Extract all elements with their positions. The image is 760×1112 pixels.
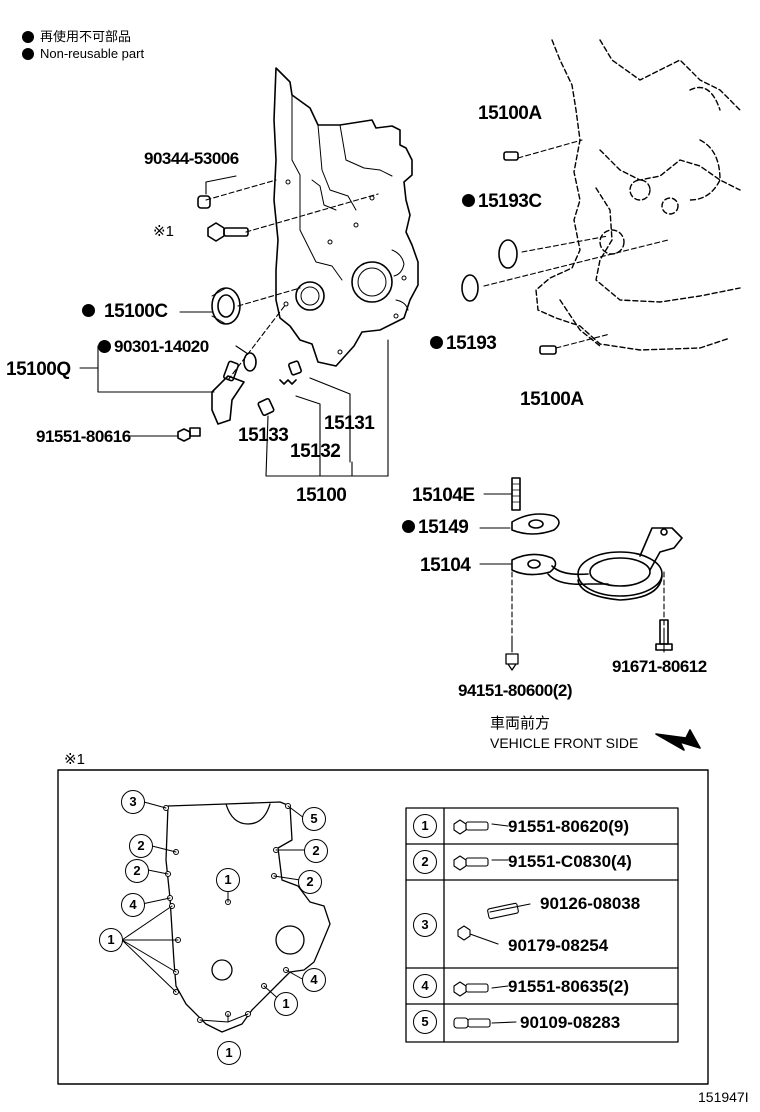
bolt-note-ref <box>207 222 249 242</box>
legend-en-text: Non-reusable part <box>40 46 145 61</box>
inset-callout: 2 <box>125 859 149 883</box>
plug-90344 <box>197 195 211 209</box>
label-15104: 15104 <box>420 555 471 576</box>
label-15131: 15131 <box>324 413 375 434</box>
timing-chain-cover <box>273 67 419 367</box>
legend-jp-text: 再使用不可部品 <box>40 29 132 44</box>
inset-cover-outline <box>165 801 331 1033</box>
table-num-4: 4 <box>413 974 437 998</box>
label-note-ref: ※1 <box>153 223 174 240</box>
table-part-2: 91551-C0830(4) <box>508 852 632 871</box>
non-reusable-dot-icon <box>430 336 443 350</box>
o-ring-15193 <box>461 274 479 302</box>
spring-15132 <box>279 379 297 385</box>
inset-callout: 4 <box>302 968 326 992</box>
table-part-4: 91551-80635(2) <box>508 977 629 996</box>
oil-jet-15100Q <box>211 360 245 425</box>
direction-en: VEHICLE FRONT SIDE <box>490 735 639 751</box>
engine-block-outline <box>535 39 741 351</box>
label-94151-80600: 94151-80600(2) <box>458 681 572 700</box>
label-15104E: 15104E <box>412 485 475 506</box>
non-reusable-dot-icon <box>462 194 475 208</box>
inset-callout: 3 <box>121 790 145 814</box>
legend-en: Non-reusable part <box>22 46 144 61</box>
label-90301-14020: 90301-14020 <box>98 338 209 355</box>
table-num-3: 3 <box>413 913 437 937</box>
vehicle-front-arrow <box>655 729 701 751</box>
inset-callout: 1 <box>99 928 123 952</box>
inset-frame <box>57 769 709 1085</box>
inset-title: ※1 <box>64 751 85 768</box>
figure-id: 151947I <box>698 1089 749 1105</box>
o-ring-15193C <box>498 239 518 269</box>
non-reusable-dot-icon <box>98 340 111 354</box>
stud-15104E <box>511 477 521 511</box>
inset-callout: 1 <box>216 868 240 892</box>
label-15149: 15149 <box>402 518 469 537</box>
dashed-leaders <box>205 139 669 641</box>
label-91551-80616: 91551-80616 <box>36 427 131 446</box>
bolt-91551-80616 <box>177 427 201 442</box>
label-15100: 15100 <box>296 485 347 506</box>
inset-callout-leaders <box>121 801 307 1023</box>
label-90344-53006: 90344-53006 <box>144 149 239 168</box>
o-ring-90301 <box>243 352 257 372</box>
plug-15131 <box>288 360 302 376</box>
inset-callout: 2 <box>129 834 153 858</box>
non-reusable-dot-icon <box>402 520 415 534</box>
label-15100A-top: 15100A <box>478 103 542 124</box>
bolt-94151 <box>505 653 519 671</box>
pin-15100A-bottom <box>539 345 557 355</box>
table-part-3a: 90126-08038 <box>540 894 641 913</box>
inset-callout: 2 <box>298 870 322 894</box>
label-15100Q: 15100Q <box>6 359 71 380</box>
bolt-91671 <box>655 619 673 651</box>
inset-table-bolt-icons <box>453 819 531 1029</box>
table-part-1: 91551-80620(9) <box>508 817 629 836</box>
inset-callout: 5 <box>302 807 326 831</box>
inset-callout: 4 <box>121 893 145 917</box>
table-num-2: 2 <box>413 850 437 874</box>
label-91671-80612: 91671-80612 <box>612 657 707 676</box>
oil-seal-15100C <box>211 287 241 325</box>
inset-callout: 1 <box>274 992 298 1016</box>
inset-callout: 2 <box>304 839 328 863</box>
table-num-1: 1 <box>413 814 437 838</box>
table-part-5: 90109-08283 <box>520 1013 621 1032</box>
label-15133: 15133 <box>238 425 289 446</box>
label-15193C: 15193C <box>462 192 542 211</box>
direction-jp: 車両前方 <box>490 715 551 732</box>
label-15193: 15193 <box>430 334 497 353</box>
legend-jp: 再使用不可部品 <box>22 26 131 45</box>
table-part-3b: 90179-08254 <box>508 936 609 955</box>
solid-leaders <box>79 175 665 653</box>
inset-callout: 1 <box>217 1041 241 1065</box>
oil-strainer-15104 <box>511 527 683 601</box>
filled-dot-icon <box>22 30 34 43</box>
non-reusable-dot-icon <box>82 304 95 318</box>
plunger-15133 <box>257 397 275 417</box>
label-15100C: 15100C <box>82 302 168 321</box>
gasket-15149 <box>511 513 560 535</box>
filled-dot-icon <box>22 47 34 60</box>
label-15132: 15132 <box>290 441 341 462</box>
table-num-5: 5 <box>413 1010 437 1034</box>
label-15100A-bottom: 15100A <box>520 389 584 410</box>
inset-table-grid <box>405 807 679 1043</box>
pin-15100A-top <box>503 151 519 161</box>
